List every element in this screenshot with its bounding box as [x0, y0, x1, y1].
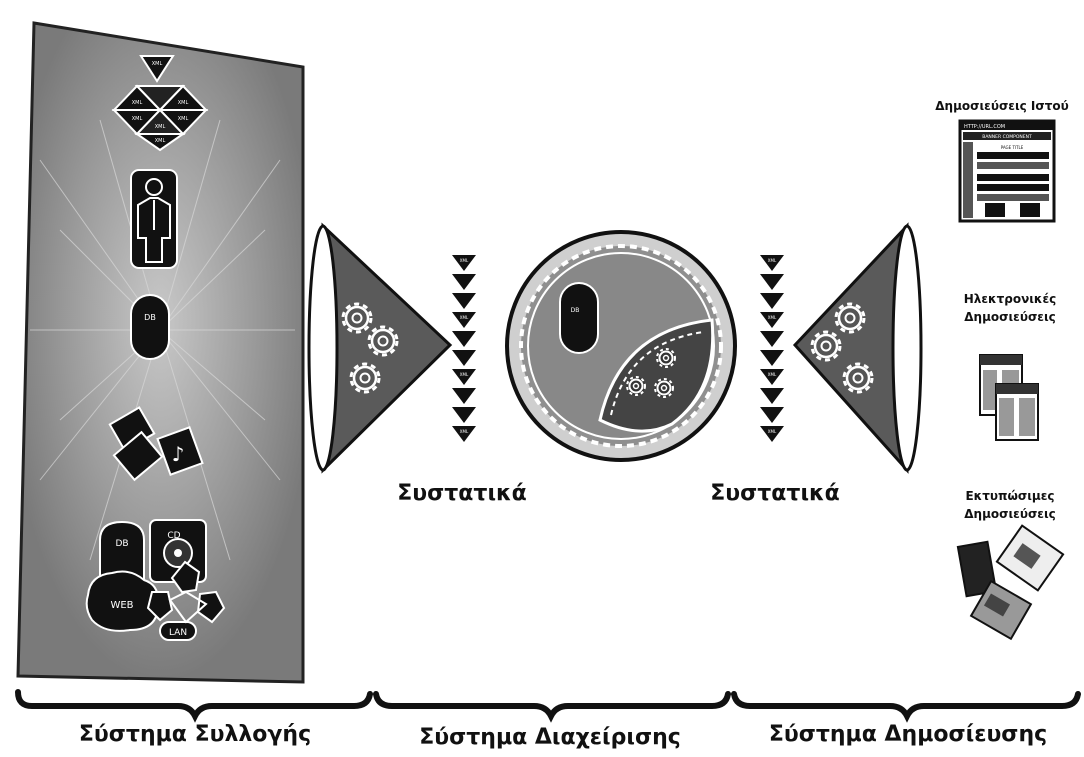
- printed-publication-icon: [958, 526, 1063, 639]
- left-processing-funnel: [309, 226, 450, 470]
- source-db-label: DB: [115, 539, 128, 549]
- chunk-label: XML: [460, 372, 469, 377]
- electronic-title-line1: Ηλεκτρονικές: [940, 290, 1080, 308]
- web-page-title: PAGE TITLE: [1001, 145, 1024, 150]
- right-xml-chunk-stream: XML XML XML XML: [760, 255, 784, 442]
- print-title-line2: Δημοσιεύσεις: [940, 505, 1080, 523]
- gear-icon: [657, 349, 675, 367]
- chunk-label: XML: [768, 372, 777, 377]
- print-publications-title: Εκτυπώσιμες Δημοσιεύσεις: [940, 487, 1080, 523]
- xml-tag-label: XML: [178, 100, 189, 106]
- electronic-title-line2: Δημοσιεύσεις: [940, 308, 1080, 326]
- right-ingredients-label: Συστατικά: [690, 481, 860, 506]
- xml-tag-label: XML: [178, 116, 189, 122]
- web-page-banner: BANNER COMPONENT: [982, 134, 1032, 140]
- collection-panel: XML XML XML XML XML XML XML DB: [18, 23, 303, 682]
- right-processing-funnel: [795, 226, 921, 470]
- web-publications-title: Δημοσιεύσεις Ιστού: [920, 97, 1084, 115]
- gear-icon: [844, 364, 872, 392]
- electronic-publication-icon: [980, 355, 1038, 440]
- management-hub: DB: [507, 232, 735, 460]
- print-title-line1: Εκτυπώσιμες: [940, 487, 1080, 505]
- gear-icon: [351, 364, 379, 392]
- source-cd-label: CD: [167, 531, 180, 541]
- gear-icon: [812, 332, 840, 360]
- source-web-label: WEB: [110, 600, 133, 611]
- web-page-mockup-icon: HTTP://URL.COM BANNER COMPONENT PAGE TIT…: [960, 121, 1054, 221]
- gear-icon: [343, 304, 371, 332]
- collection-db-icon: DB: [131, 295, 169, 359]
- xml-tag-label: XML: [152, 61, 163, 67]
- source-lan-label: LAN: [169, 628, 187, 638]
- publishing-system-label: Σύστημα Δημοσίευσης: [748, 722, 1068, 747]
- left-xml-chunk-stream: XML XML XML XML: [452, 255, 476, 442]
- chunk-label: XML: [768, 315, 777, 320]
- xml-tag-label: XML: [132, 100, 143, 106]
- gear-icon: [627, 377, 645, 395]
- collection-db-label: DB: [144, 313, 156, 322]
- chunk-label: XML: [460, 258, 469, 263]
- chunk-label: XML: [768, 429, 777, 434]
- chunk-label: XML: [460, 315, 469, 320]
- xml-tag-label: XML: [132, 116, 143, 122]
- collection-system-label: Σύστημα Συλλογής: [40, 722, 350, 747]
- gear-icon: [369, 327, 397, 355]
- xml-tag-label: XML: [155, 124, 166, 130]
- stage-braces: [18, 692, 1078, 716]
- xml-tag-label: XML: [155, 138, 166, 144]
- gear-icon: [836, 304, 864, 332]
- gear-icon: [655, 379, 673, 397]
- management-system-label: Σύστημα Διαχείρισης: [390, 725, 710, 750]
- left-ingredients-label: Συστατικά: [377, 481, 547, 506]
- chunk-label: XML: [460, 429, 469, 434]
- management-db-label: DB: [571, 307, 580, 314]
- chunk-label: XML: [768, 258, 777, 263]
- author-person-icon: [131, 170, 177, 268]
- electronic-publications-title: Ηλεκτρονικές Δημοσιεύσεις: [940, 290, 1080, 326]
- music-note-icon: ♪: [172, 442, 185, 466]
- web-page-url: HTTP://URL.COM: [964, 124, 1005, 130]
